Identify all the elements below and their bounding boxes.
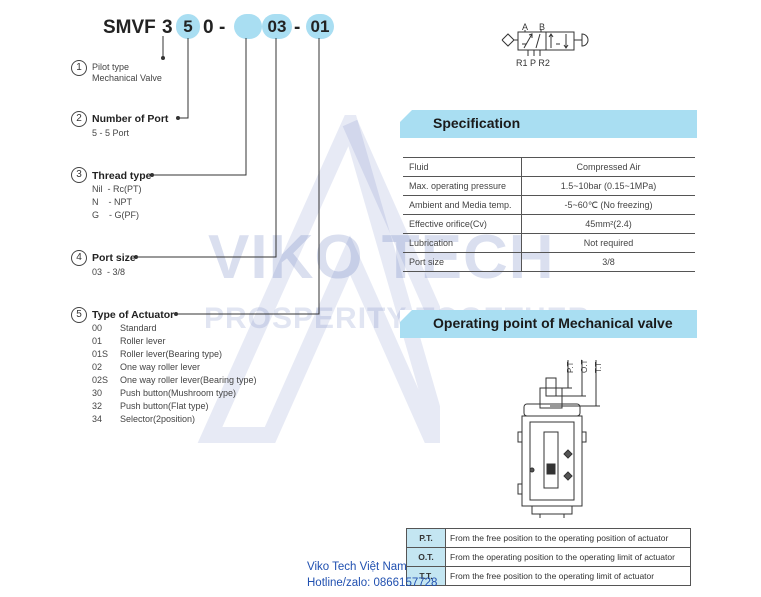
- callout-number-1: 1: [71, 60, 87, 76]
- model-bubble-size: 03: [262, 14, 292, 39]
- actuator-desc: Selector(2position): [120, 414, 196, 424]
- spec-key: Effective orifice(Cv): [403, 214, 522, 234]
- op-key: P.T.: [406, 528, 446, 548]
- table-row: P.T. From the free position to the opera…: [406, 528, 691, 548]
- op-key: T.T.: [406, 566, 446, 586]
- actuator-desc: Roller lever: [120, 336, 166, 346]
- spec-value: Not required: [521, 233, 695, 253]
- actuator-code: 02: [92, 362, 103, 372]
- operating-point-title: Operating point of Mechanical valve: [433, 315, 673, 331]
- callout-number-4: 4: [71, 250, 87, 266]
- actuator-code: 01S: [92, 349, 109, 359]
- mechanical-valve-drawing-icon: [517, 360, 600, 518]
- table-row: Fluid Compressed Air: [403, 157, 695, 177]
- header-corner-decoration: [400, 310, 412, 322]
- spec-key: Port size: [403, 252, 522, 272]
- callout-number-3: 3: [71, 167, 87, 183]
- model-dash-1: -: [219, 17, 226, 38]
- callout-connectors: [136, 36, 320, 315]
- callout-number-5: 5: [71, 307, 87, 323]
- model-dash-2: -: [294, 17, 301, 38]
- specification-table: Fluid Compressed Air Max. operating pres…: [403, 157, 695, 272]
- callout-line: G - G(PF): [92, 210, 139, 220]
- spec-value: 1.5~10bar (0.15~1MPa): [521, 176, 695, 196]
- callout-number-2: 2: [71, 111, 87, 127]
- header-corner-decoration: [400, 110, 412, 122]
- model-bubble-port: 5: [176, 14, 200, 39]
- actuator-desc: One way roller lever(Bearing type): [120, 375, 257, 385]
- op-desc: From the free position to the operating …: [445, 566, 691, 586]
- connector-dot-1: [161, 56, 165, 60]
- callout-title-2: Number of Port: [92, 113, 169, 125]
- table-row: T.T. From the free position to the opera…: [406, 566, 691, 586]
- table-row: Max. operating pressure 1.5~10bar (0.15~…: [403, 176, 695, 196]
- callout-line: Nil - Rc(PT): [92, 184, 142, 194]
- specification-title: Specification: [433, 115, 521, 131]
- callout-line: Mechanical Valve: [92, 73, 162, 83]
- actuator-desc: Push button(Flat type): [120, 401, 209, 411]
- spec-key: Max. operating pressure: [403, 176, 522, 196]
- spec-value: Compressed Air: [521, 157, 695, 177]
- callout-line: 03 - 3/8: [92, 267, 126, 277]
- footer-company: Viko Tech Việt Nam: [307, 561, 407, 573]
- specification-header: Specification: [400, 110, 697, 138]
- actuator-code: 00: [92, 323, 103, 333]
- actuator-code: 01: [92, 336, 103, 346]
- callout-title-5: Type of Actuator: [92, 309, 175, 321]
- op-key: O.T.: [406, 547, 446, 567]
- actuator-code: 02S: [92, 375, 109, 385]
- model-bubble-actuator: 01: [306, 14, 334, 39]
- table-row: Lubrication Not required: [403, 233, 695, 253]
- op-desc: From the free position to the operating …: [445, 528, 691, 548]
- actuator-desc: One way roller lever: [120, 362, 201, 372]
- connector-dot-3: [150, 173, 154, 177]
- actuator-desc: Standard: [120, 323, 157, 333]
- connector-dot-4: [134, 255, 138, 259]
- spec-value: 45mm²(2.4): [521, 214, 695, 234]
- op-desc: From the operating position to the opera…: [445, 547, 691, 567]
- operating-point-table: P.T. From the free position to the opera…: [406, 528, 691, 586]
- model-seg-3: 0: [203, 17, 214, 38]
- symbol-label-a: A: [522, 22, 529, 32]
- symbol-label-b: B: [539, 22, 546, 32]
- spec-key: Ambient and Media temp.: [403, 195, 522, 215]
- connector-dot-5: [174, 312, 178, 316]
- spec-key: Lubrication: [403, 233, 522, 253]
- spec-value: 3/8: [521, 252, 695, 272]
- model-bubble-thread: [234, 14, 262, 39]
- actuator-desc: Push button(Mushroom type): [120, 388, 237, 398]
- actuator-code: 32: [92, 401, 103, 411]
- spec-value: -5~60℃ (No freezing): [521, 195, 695, 215]
- callout-title-3: Thread type: [92, 170, 152, 182]
- footer-hotline: Hotline/zalo: 0866157728: [307, 577, 438, 589]
- table-row: O.T. From the operating position to the …: [406, 547, 691, 567]
- table-row: Ambient and Media temp. -5~60℃ (No freez…: [403, 195, 695, 215]
- spec-key: Fluid: [403, 157, 522, 177]
- table-row: Effective orifice(Cv) 45mm²(2.4): [403, 214, 695, 234]
- valve-symbol-icon: [501, 30, 589, 56]
- callout-line: N - NPT: [92, 197, 132, 207]
- connector-dot-2: [176, 116, 180, 120]
- model-seg-1: 3: [162, 17, 173, 38]
- callout-line: 5 - 5 Port: [92, 128, 130, 138]
- operating-point-header: Operating point of Mechanical valve: [400, 310, 697, 338]
- actuator-code: 30: [92, 388, 103, 398]
- callout-title-4: Port size: [92, 252, 136, 264]
- actuator-code: 34: [92, 414, 103, 424]
- table-row: Port size 3/8: [403, 252, 695, 272]
- callout-title-1: Pilot type: [92, 62, 130, 72]
- symbol-label-ports: R1 P R2: [516, 58, 550, 68]
- model-prefix: SMVF: [103, 17, 156, 38]
- actuator-desc: Roller lever(Bearing type): [120, 349, 223, 359]
